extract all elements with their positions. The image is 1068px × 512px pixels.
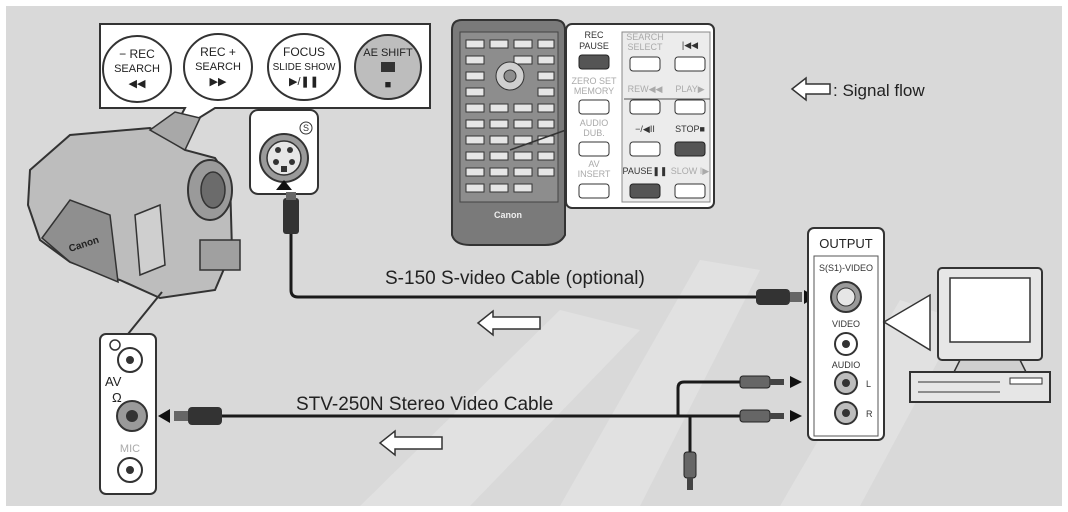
ae-shift-line1: AE SHIFT [363,47,413,59]
remote-keys [465,39,555,193]
remote-brand: Canon [494,210,522,220]
audio-r-plug [739,409,771,423]
rec-search-plus-button: REC + SEARCH ▶▶ [183,33,253,101]
svideo-out-label: S(S1)-VIDEO [819,263,873,273]
skip-back-button [674,56,706,72]
search-select-line1: SEARCH [626,32,664,42]
zero-set-line2: MEMORY [574,86,614,96]
signal-arrow-svideo [476,309,541,337]
audio-dub-line2: DUB. [583,128,605,138]
output-callout-pointer [882,293,931,352]
rec-search-minus-line3: ◀◀ [129,78,146,90]
av-cable-audio-l [676,380,740,416]
slow-button [674,183,706,199]
av-jack-panel: AV Ω MIC [99,333,157,495]
cable-svideo-label: S-150 S-video Cable (optional) [385,268,645,289]
pause-label: PAUSE❚❚ [623,166,668,177]
zero-set-line1: ZERO SET [571,76,617,86]
audio-r-plug-arrow [790,410,802,422]
focus-line1: FOCUS [283,45,325,59]
stop-button [674,141,706,157]
focus-slideshow-button: FOCUS SLIDE SHOW ▶/❚❚ [267,33,341,101]
audio-dub-line1: AUDIO [580,118,609,128]
rec-search-plus-line1: REC + [200,45,236,59]
rec-pause-line1: REC [584,30,604,40]
skip-back-label: |◀◀ [682,40,698,50]
rew-label: REW◀◀ [628,84,663,94]
av-insert-button [578,183,610,199]
play-button [674,99,706,115]
svideo-symbol: S [303,123,309,133]
rec-search-minus-button: − REC SEARCH ◀◀ [102,35,172,103]
audio-l-plug-arrow [790,376,802,388]
svideo-plug-camera [283,198,299,234]
headphone-symbol: Ω [112,390,122,405]
signal-flow-legend: : Signal flow [790,76,925,102]
av-label: AV [105,374,122,389]
play-label: PLAY▶ [675,84,704,94]
svideo-plug-pc [756,289,790,305]
audio-l-label: L [866,379,871,389]
search-select-button [629,56,661,72]
slow-label: SLOW I▶ [671,166,710,176]
monitor-screen [949,277,1031,343]
mic-label: MIC [120,443,140,455]
ae-shift-icon [381,62,395,72]
audio-dub-button [578,141,610,157]
av-insert-line1: AV [588,159,599,169]
search-select-line2: SELECT [627,42,663,52]
output-title: OUTPUT [819,236,873,251]
legend-text: : Signal flow [833,81,925,100]
rew-button [629,99,661,115]
audio-l-plug [739,375,771,389]
rec-search-plus-line2: SEARCH [195,61,241,73]
computer [909,267,1051,403]
signal-arrow-av [378,429,443,457]
audio-r-label: R [866,409,873,419]
av-insert-line2: INSERT [578,169,611,179]
computer-base [909,371,1051,403]
av-minijack-plug [188,407,222,425]
camcorder: Canon [26,111,241,300]
remote-button-panel: REC PAUSE SEARCH SELECT |◀◀ ZERO SET MEM… [565,23,715,209]
svideo-input-arrow [276,180,292,190]
cable-av-label: STV-250N Stereo Video Cable [296,394,553,415]
output-panel: OUTPUT S(S1)-VIDEO VIDEO AUDIO L R [807,227,885,441]
slow-back-label: −/◀II [635,124,655,134]
remote-control: Canon [451,19,566,246]
av-minijack-tip [174,411,188,421]
video-plug-unused [683,451,697,479]
signal-flow-arrow-icon [790,76,831,102]
rec-pause-button [578,54,610,70]
focus-line2: SLIDE SHOW [273,62,336,73]
ae-shift-line3: ■ [385,79,392,91]
audio-out-label: AUDIO [832,360,861,370]
rec-search-minus-line2: SEARCH [114,63,160,75]
pause-button [629,183,661,199]
rec-search-minus-line1: − REC [119,47,155,61]
focus-line3: ▶/❚❚ [289,76,319,88]
slow-back-button [629,141,661,157]
video-out-label: VIDEO [832,319,860,329]
remote-callout-line [509,129,567,151]
ae-shift-button: AE SHIFT ■ [354,34,422,100]
av-callout-line [127,291,163,335]
av-plug-arrow [158,409,170,423]
svideo-jack-callout: S [249,109,319,195]
stop-label: STOP■ [675,124,705,134]
rec-search-plus-line3: ▶▶ [210,76,227,88]
zero-set-button [578,99,610,115]
svideo-cable [289,205,772,299]
rec-pause-line2: PAUSE [579,41,609,51]
